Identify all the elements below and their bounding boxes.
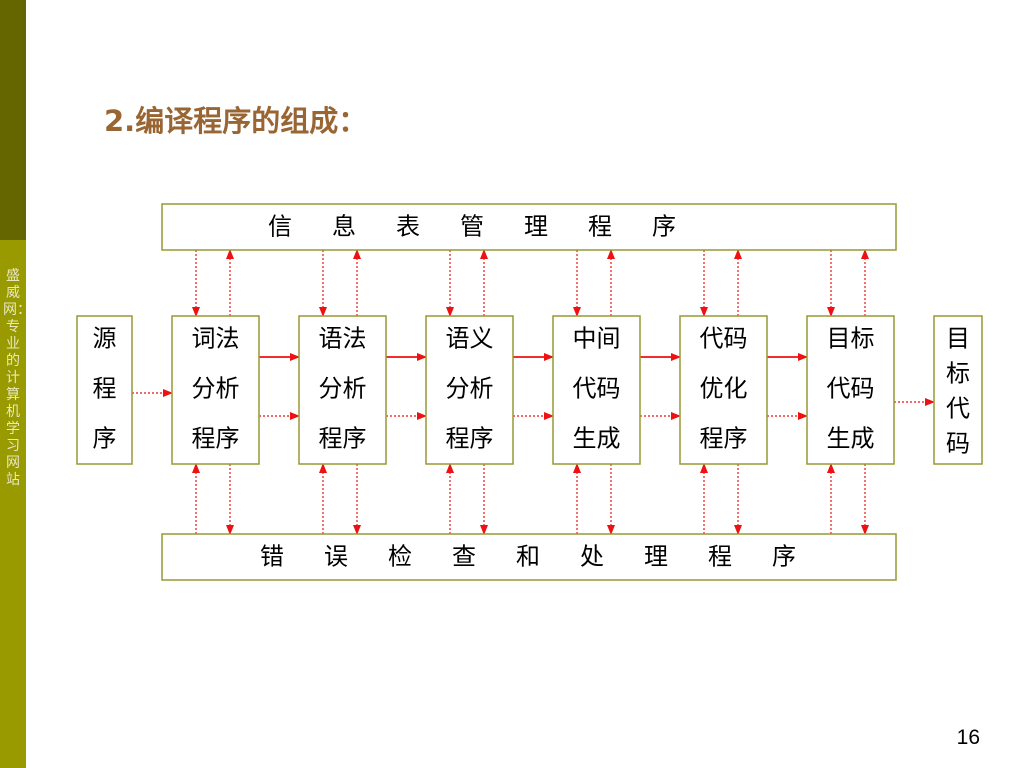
stage-3-line: 分析 — [446, 375, 494, 403]
stage-4-line: 中间 — [573, 325, 621, 353]
stage-4-line: 生成 — [573, 425, 621, 453]
bottom-bar-label-char: 理 — [644, 543, 668, 571]
top-bar-label-char: 表 — [396, 213, 420, 241]
stage-6-line: 生成 — [827, 425, 875, 453]
bottom-bar-label-char: 处 — [580, 543, 604, 571]
stage-box-6 — [806, 315, 895, 465]
diagram-boxes: 信息表管理程序错误检查和处理程序源程序目标代码词法分析程序语法分析程序语义分析程… — [76, 203, 983, 581]
target-code-char: 代 — [946, 395, 970, 423]
stage-2-line: 程序 — [319, 425, 367, 453]
stage-box-1 — [171, 315, 260, 465]
stage-1-line: 程序 — [192, 425, 240, 453]
stage-2-line: 分析 — [319, 375, 367, 403]
stage-5-line: 程序 — [700, 425, 748, 453]
bottom-bar-label-char: 检 — [388, 543, 412, 571]
bottom-bar-label-char: 序 — [772, 543, 796, 571]
sidebar-bottom-band — [0, 240, 26, 768]
top-bar-label-char: 理 — [524, 213, 548, 241]
stage-6-line: 代码 — [827, 375, 875, 403]
stage-3-line: 语义 — [446, 325, 494, 353]
stage-3-line: 程序 — [446, 425, 494, 453]
source-program-char: 程 — [93, 375, 117, 403]
page-number: 16 — [956, 726, 980, 749]
bottom-bar-label-char: 错 — [260, 543, 284, 571]
stage-2-line: 语法 — [319, 325, 367, 353]
stage-6-line: 目标 — [827, 325, 875, 353]
top-bar-label-char: 序 — [652, 213, 676, 241]
top-bar-label-char: 息 — [332, 213, 356, 241]
stage-box-5 — [679, 315, 768, 465]
slide-title: 2.编译程序的组成： — [104, 104, 368, 138]
stage-5-line: 优化 — [700, 375, 748, 403]
info-table-manager-bar — [161, 203, 897, 251]
stage-box-4 — [552, 315, 641, 465]
target-code-char: 标 — [946, 360, 970, 388]
stage-4-line: 代码 — [573, 375, 621, 403]
target-code-char: 码 — [946, 430, 970, 458]
source-program-char: 序 — [93, 425, 117, 453]
stage-1-line: 词法 — [192, 325, 240, 353]
top-bar-label-char: 信 — [268, 213, 292, 241]
connector-arrows — [132, 249, 935, 535]
source-program-char: 源 — [93, 325, 117, 353]
stage-box-2 — [298, 315, 387, 465]
target-code-box — [933, 315, 983, 465]
top-bar-label-char: 程 — [588, 213, 612, 241]
bottom-bar-label-char: 程 — [708, 543, 732, 571]
target-code-char: 目 — [946, 325, 970, 353]
error-handler-bar — [161, 533, 897, 581]
top-bar-label-char: 管 — [460, 213, 484, 241]
bottom-bar-label-char: 误 — [324, 543, 348, 571]
bottom-bar-label-char: 查 — [452, 543, 476, 571]
stage-5-line: 代码 — [700, 325, 748, 353]
stage-box-3 — [425, 315, 514, 465]
bottom-bar-label-char: 和 — [516, 543, 540, 571]
sidebar-top-band — [0, 0, 26, 240]
stage-1-line: 分析 — [192, 375, 240, 403]
source-program-box — [76, 315, 133, 465]
